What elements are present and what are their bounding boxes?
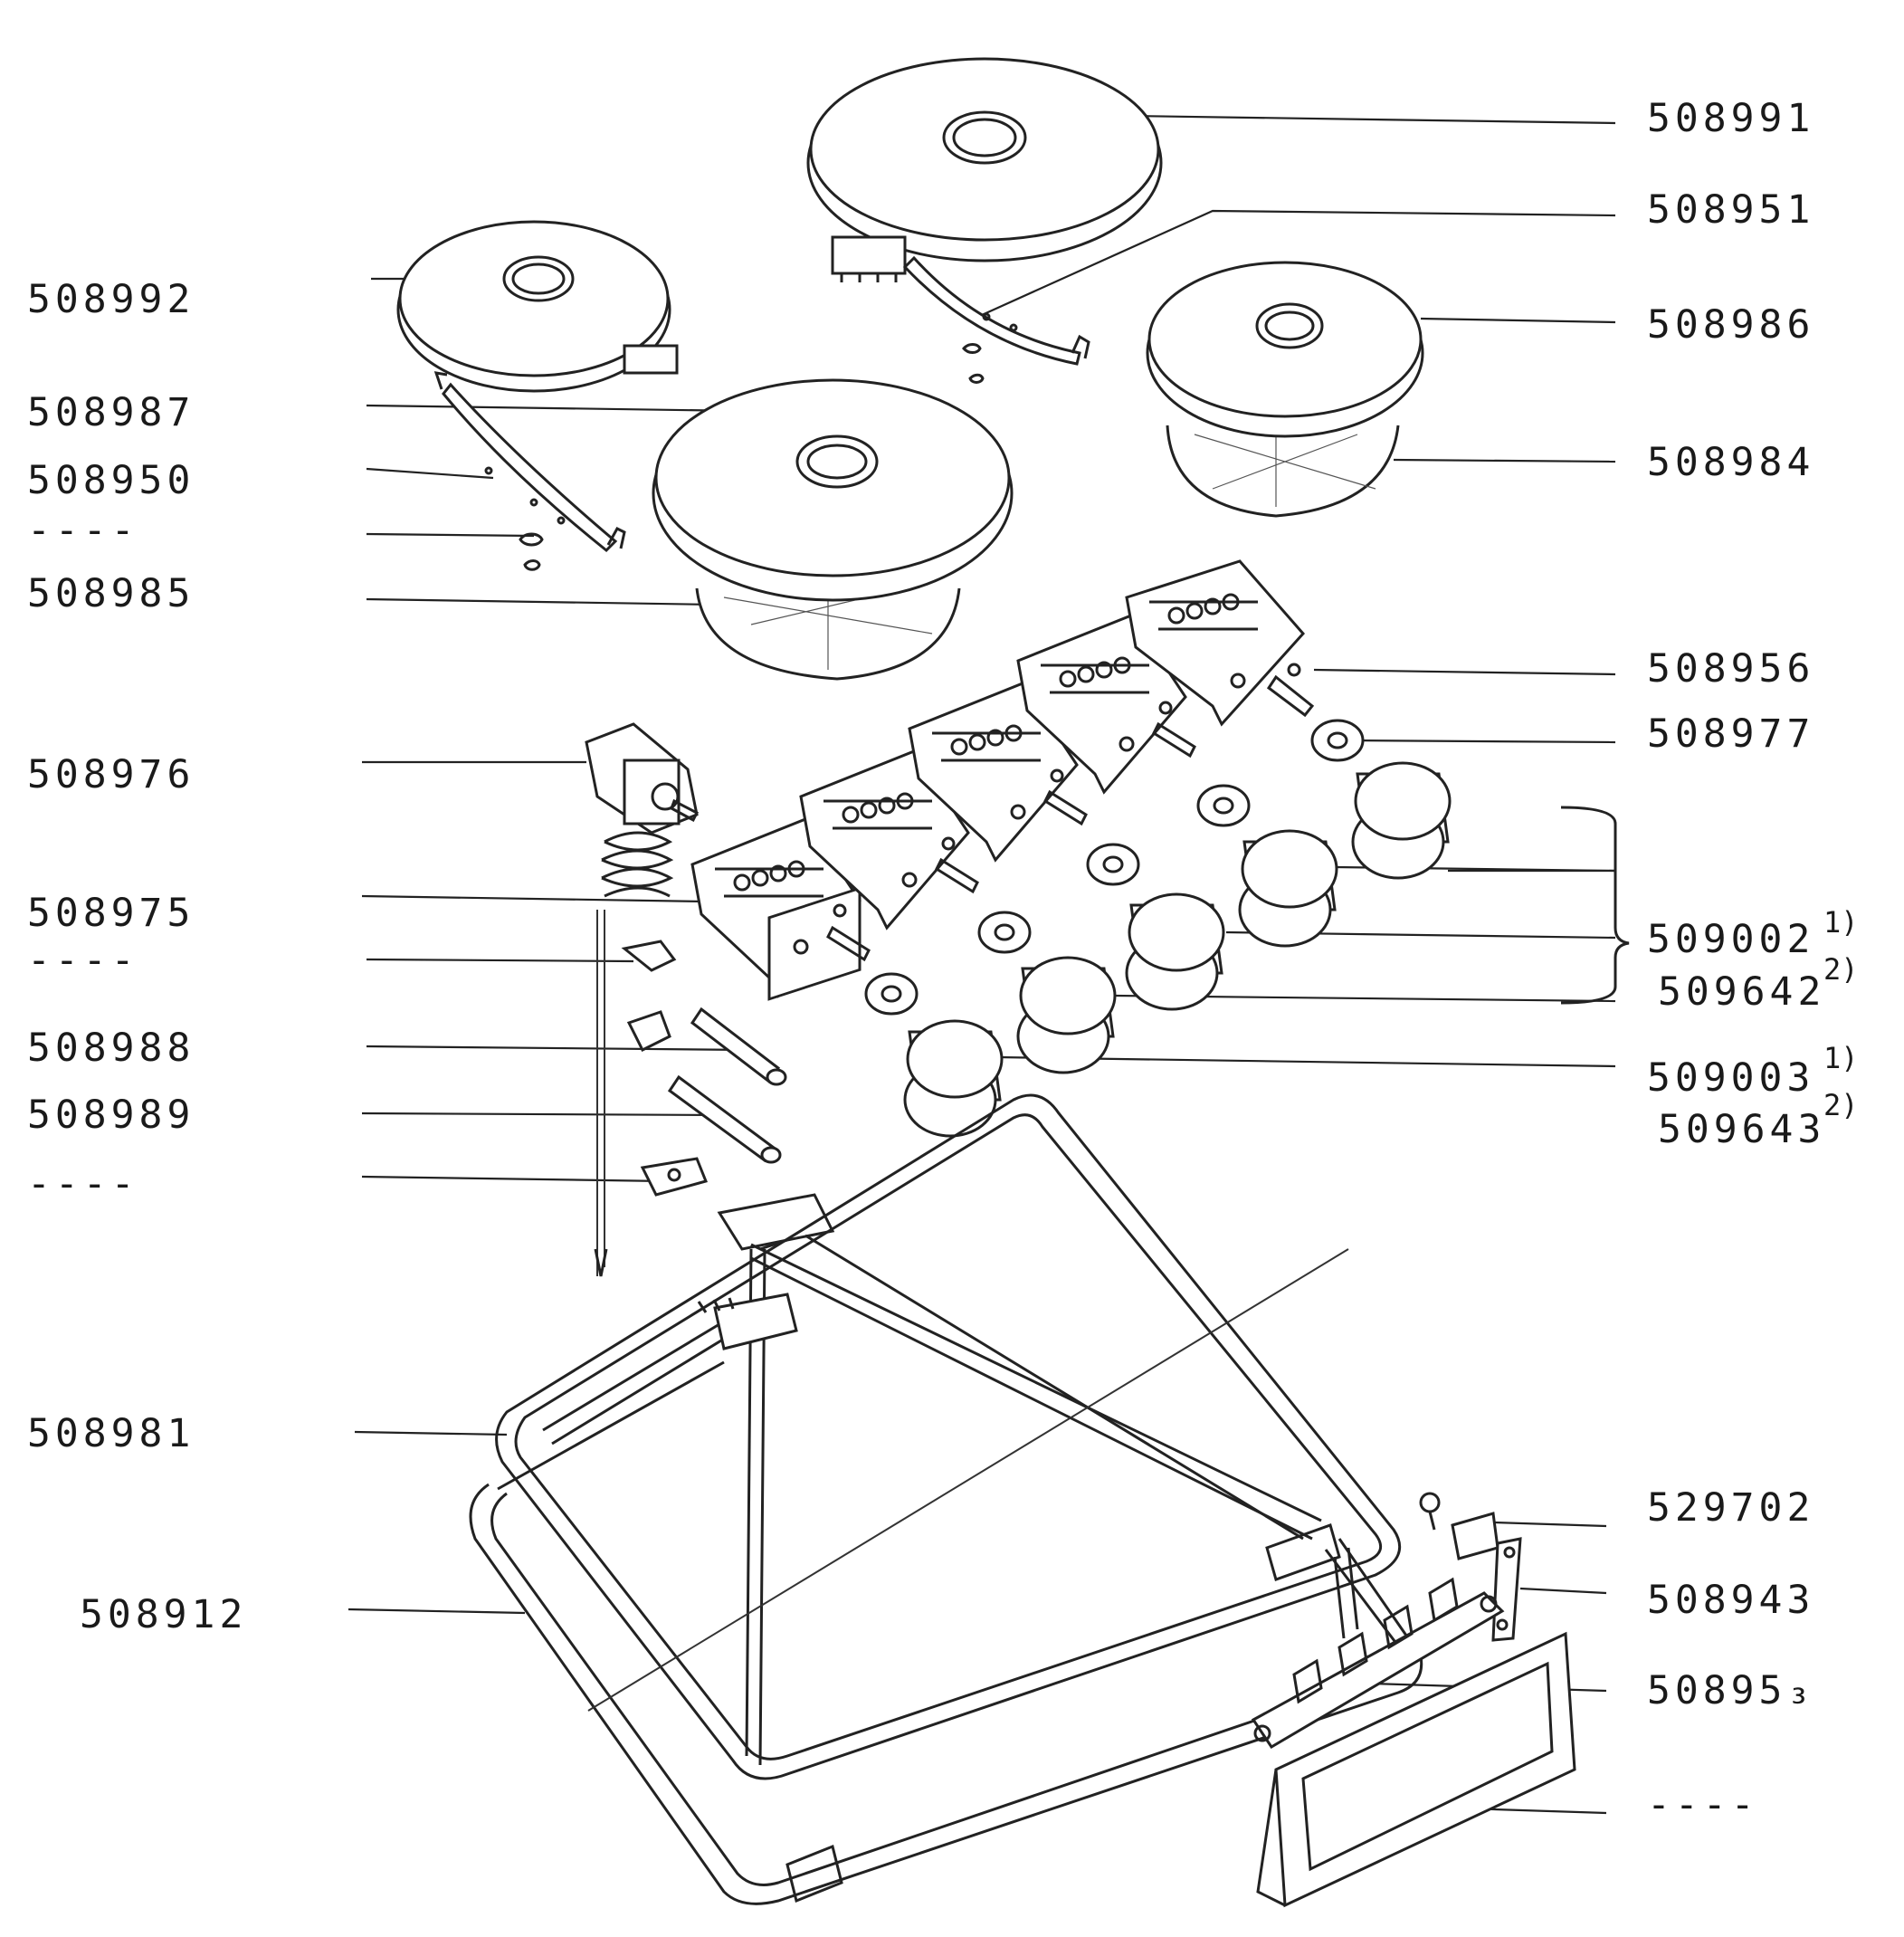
knob-2: [1238, 829, 1338, 948]
part-number-508981: 508981: [27, 1411, 195, 1456]
part-number-508986: 508986: [1647, 302, 1814, 348]
part-number-508950: 508950: [27, 458, 195, 503]
switch-3: [908, 682, 1088, 863]
knob-1: [1351, 761, 1452, 880]
switch-1: [690, 817, 871, 1001]
part-number-508956: 508956: [1647, 646, 1814, 692]
part-number-509003: 509003: [1647, 1055, 1814, 1101]
footnote-marker-2: 2): [1823, 952, 1859, 987]
strap-508943: [1491, 1537, 1522, 1642]
right-part-numbers: 508991 508951 508986 508984 508956 50897…: [1647, 96, 1859, 1827]
screw-529702: [1419, 1492, 1441, 1531]
part-number-508988: 508988: [27, 1026, 195, 1071]
control-knobs: [903, 761, 1452, 1138]
part-number-508912: 508912: [80, 1592, 247, 1637]
hotplate-508987: [652, 378, 1014, 681]
part-number-509643: 509643: [1658, 1107, 1825, 1152]
part-number-508943: 508943: [1647, 1578, 1814, 1623]
mounting-bracket-508951: [902, 255, 1090, 384]
oven-element-508912: [469, 1193, 1423, 1905]
clip-parts: [621, 940, 709, 1197]
part-number-unnamed-2: ----: [27, 938, 139, 983]
part-number-529702: 529702: [1647, 1485, 1814, 1531]
part-number-50895x: 50895₃: [1647, 1668, 1814, 1713]
part-number-508991: 508991: [1647, 96, 1814, 141]
knob-3: [1125, 892, 1225, 1011]
leader-lines: [347, 114, 1616, 1815]
washers-508977: [864, 719, 1365, 1016]
hotplate-508992: [396, 220, 679, 393]
part-number-508984: 508984: [1647, 440, 1814, 485]
knob-4: [1016, 956, 1117, 1074]
part-number-508951: 508951: [1647, 187, 1814, 233]
part-number-unnamed-4: ----: [1647, 1782, 1759, 1827]
part-number-509002: 509002: [1647, 917, 1814, 962]
part-number-508975: 508975: [27, 891, 195, 936]
part-number-508987: 508987: [27, 390, 195, 435]
footnote-marker-1b: 1): [1823, 1041, 1859, 1075]
knob-5: [903, 1019, 1004, 1138]
left-part-numbers: 508992 508987 508950 ---- 508985 508976 …: [27, 277, 247, 1637]
mounting-bracket-508950: [433, 371, 626, 571]
switch-2: [799, 749, 979, 930]
grill-element-508981: [495, 1093, 1402, 1780]
terminal-block-50895x: [1251, 1577, 1505, 1750]
part-number-509642: 509642: [1658, 969, 1825, 1015]
footnote-marker-2b: 2): [1823, 1088, 1859, 1122]
part-number-508976: 508976: [27, 752, 195, 797]
knob-group-bracket: [1560, 806, 1630, 1005]
part-number-508989: 508989: [27, 1093, 195, 1138]
footnote-marker-1: 1): [1823, 905, 1859, 940]
switch-5: [1125, 559, 1315, 727]
part-number-unnamed-3: ----: [27, 1161, 139, 1207]
hotplate-508986: [1146, 261, 1424, 518]
part-number-508992: 508992: [27, 277, 195, 322]
part-number-508985: 508985: [27, 571, 195, 616]
part-number-unnamed-1: ----: [27, 508, 139, 553]
part-number-508977: 508977: [1647, 711, 1814, 757]
temperature-sensor-508988: [690, 1007, 787, 1086]
temperature-sensor-508989: [667, 1074, 782, 1164]
thermostat-508976: [585, 722, 700, 1277]
energy-regulator-switches: [690, 559, 1315, 1001]
connector-plate-529702: [1451, 1512, 1499, 1560]
hotplate-508991: [806, 57, 1163, 282]
cover-plate: [1256, 1631, 1576, 1908]
